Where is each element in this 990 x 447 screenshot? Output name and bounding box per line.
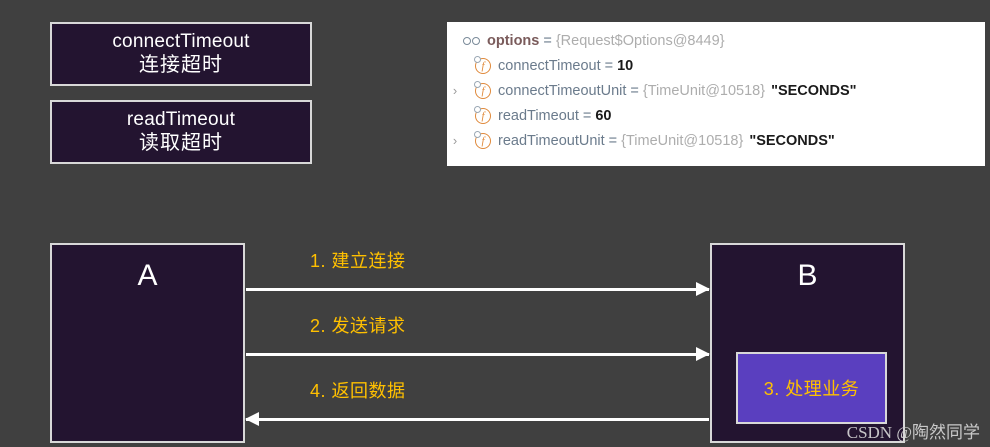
variable-reference: {Request$Options@8449} — [555, 32, 725, 49]
variable-value: 60 — [595, 107, 612, 124]
debugger-row-root[interactable]: options = {Request$Options@8449} — [447, 28, 985, 53]
equals-sign: = — [604, 57, 614, 74]
field-icon-nub — [474, 131, 481, 138]
debugger-row-connect-timeout-unit[interactable]: › f connectTimeoutUnit = {TimeUnit@10518… — [447, 78, 985, 103]
field-icon-nub — [474, 81, 481, 88]
watermark: CSDN @陶然同学 — [846, 423, 980, 442]
variable-reference: {TimeUnit@10518} — [621, 132, 744, 149]
process-business-box: 3. 处理业务 — [736, 352, 887, 424]
equals-sign: = — [543, 32, 552, 49]
field-icon-nub — [474, 106, 481, 113]
arrow-line — [246, 288, 709, 291]
variable-reference: {TimeUnit@10518} — [642, 82, 766, 99]
variable-value: "SECONDS" — [749, 132, 835, 149]
arrow-head-left-icon — [245, 412, 259, 426]
field-icon: f — [474, 56, 493, 75]
arrow-head-right-icon — [696, 347, 710, 361]
diagram-node-a: A — [50, 243, 245, 443]
equals-sign: = — [630, 82, 639, 99]
term-english-label: connectTimeout — [112, 31, 250, 53]
message-label-1: 1. 建立连接 — [310, 251, 406, 271]
term-chinese-label: 连接超时 — [139, 54, 223, 77]
variable-name: readTimeout — [498, 107, 579, 124]
message-label-4: 4. 返回数据 — [310, 381, 406, 401]
field-icon: f — [474, 106, 493, 125]
message-arrow-4 — [245, 412, 709, 426]
field-icon: f — [474, 131, 493, 150]
node-a-label: A — [137, 259, 158, 292]
field-icon-glyph: f — [475, 58, 491, 74]
term-card-read-timeout: readTimeout 读取超时 — [50, 100, 312, 164]
term-english-label: readTimeout — [126, 109, 236, 131]
node-b-label: B — [797, 259, 818, 292]
debugger-variables-panel[interactable]: options = {Request$Options@8449} f conne… — [447, 22, 985, 166]
variable-name: options — [487, 32, 540, 49]
variable-name: connectTimeoutUnit — [498, 82, 627, 99]
variable-name: readTimeoutUnit — [498, 132, 605, 149]
expand-chevron-icon[interactable]: › — [452, 133, 458, 148]
variable-value: "SECONDS" — [771, 82, 857, 99]
field-icon-glyph: f — [475, 83, 491, 99]
variable-value: 10 — [617, 57, 634, 74]
field-icon-glyph: f — [475, 133, 491, 149]
arrow-head-right-icon — [696, 282, 710, 296]
term-chinese-label: 读取超时 — [139, 132, 223, 155]
equals-sign: = — [608, 132, 618, 149]
field-icon-nub — [474, 56, 481, 63]
field-icon-glyph: f — [475, 108, 491, 124]
expand-chevron-icon[interactable]: › — [452, 83, 458, 98]
equals-sign: = — [582, 107, 592, 124]
message-arrow-1 — [246, 282, 710, 296]
message-arrow-2 — [246, 347, 710, 361]
field-icon: f — [474, 81, 493, 100]
arrow-line — [246, 353, 709, 356]
message-label-2: 2. 发送请求 — [310, 316, 406, 336]
debugger-row-read-timeout-unit[interactable]: › f readTimeoutUnit = {TimeUnit@10518} "… — [447, 128, 985, 153]
arrow-line — [246, 418, 709, 421]
process-business-label: 3. 处理业务 — [763, 379, 860, 399]
object-icon — [463, 36, 483, 45]
debugger-row-read-timeout[interactable]: f readTimeout = 60 — [447, 103, 985, 128]
term-card-connect-timeout: connectTimeout 连接超时 — [50, 22, 312, 86]
variable-name: connectTimeout — [498, 57, 601, 74]
debugger-row-connect-timeout[interactable]: f connectTimeout = 10 — [447, 53, 985, 78]
